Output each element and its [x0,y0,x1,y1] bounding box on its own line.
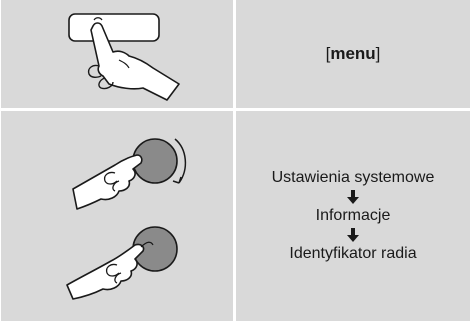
step-information: Informacje [315,207,391,224]
bracket-close: ] [375,44,381,63]
illustration-cell-knob [1,111,233,321]
step-system-settings: Ustawienia systemowe [271,169,435,186]
menu-key-label: [menu] [236,0,470,108]
menu-key-name: menu [330,44,376,63]
arrow-down-icon [347,228,359,242]
knob-illustrations [66,138,187,300]
illustration-cell-press-button [1,0,233,108]
hand-turning-knob-icon [72,138,187,210]
arrow-down-icon [347,190,359,204]
instruction-cell-menu: [menu] [236,0,470,108]
finger-pressing-button-icon [68,13,180,101]
instruction-cell-steps: Ustawienia systemowe Informacje Identyfi… [236,111,470,321]
finger-pressing-knob-icon [66,226,178,300]
menu-path: Ustawienia systemowe Informacje Identyfi… [236,111,470,321]
step-radio-id: Identyfikator radia [289,245,417,262]
bracket-open: [ [325,44,331,63]
